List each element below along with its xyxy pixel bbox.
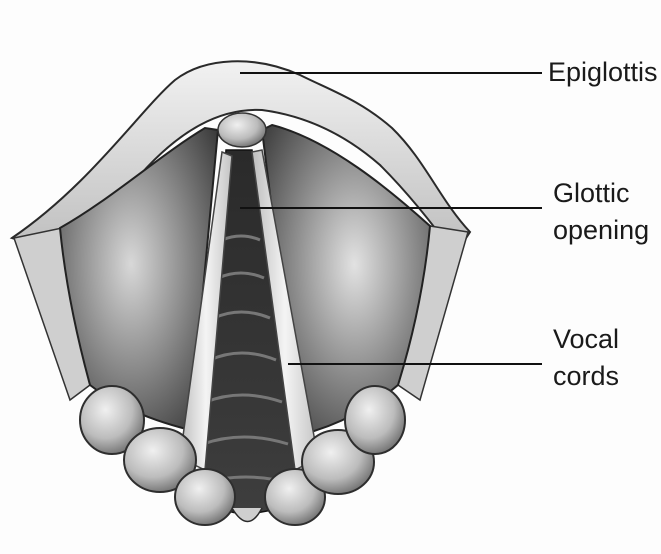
glottic-opening-label-line2: opening: [553, 212, 649, 249]
epiglottis-label: Epiglottis: [548, 54, 658, 91]
vocal-cords-label-line2: cords: [553, 358, 619, 395]
vocal-cords-leader-line: [288, 363, 542, 365]
glottic-opening-label-line1: Glottic: [553, 175, 649, 212]
vocal-cords-label-line1: Vocal: [553, 321, 619, 358]
epiglottis-leader-line: [240, 72, 542, 74]
epiglottis-tubercle: [218, 113, 266, 147]
vocal-cords-label: Vocal cords: [553, 321, 619, 395]
glottic-opening-label: Glottic opening: [553, 175, 649, 249]
epiglottis-label-text: Epiglottis: [548, 57, 658, 87]
posterior-commissure: [232, 508, 262, 522]
glottic-opening-leader-line: [240, 207, 542, 209]
